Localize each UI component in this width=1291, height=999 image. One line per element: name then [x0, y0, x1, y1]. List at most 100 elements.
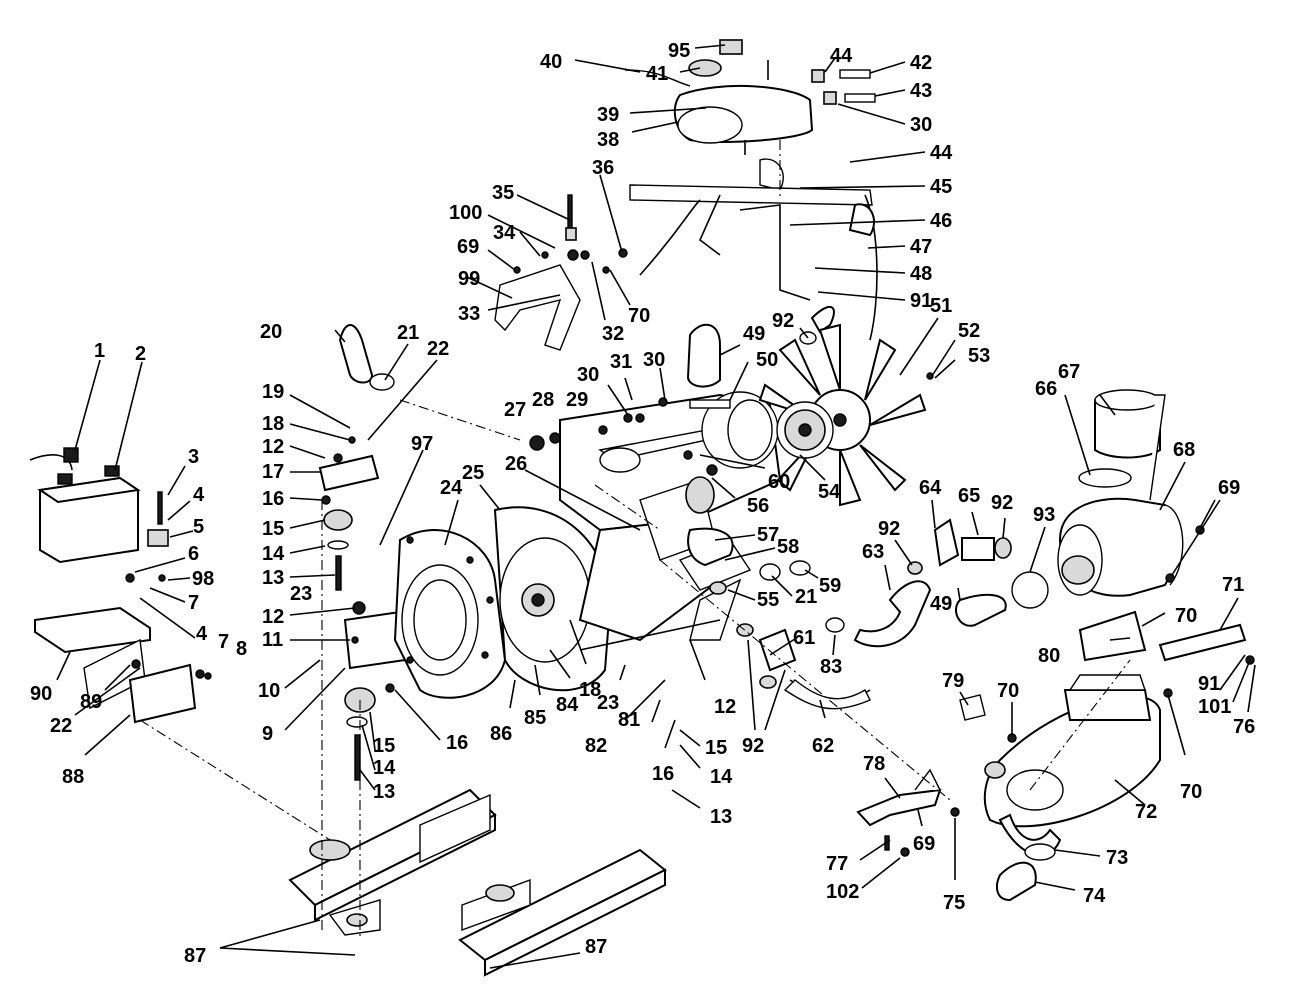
- callout-label: 46: [930, 210, 952, 232]
- callout-label: 23: [597, 692, 619, 714]
- callout-label: 66: [1035, 378, 1057, 400]
- callout-label: 77: [826, 853, 848, 875]
- callout-label: 13: [262, 567, 284, 589]
- callout-label: 14: [262, 543, 285, 565]
- battery-assembly: [29, 447, 212, 724]
- callout-label: 36: [592, 157, 614, 179]
- callout-label: 13: [710, 806, 732, 828]
- callout-label: 11: [262, 629, 283, 651]
- callout-label: 68: [1173, 439, 1195, 461]
- callout-label: 87: [184, 945, 206, 967]
- callout-label: 40: [540, 51, 562, 73]
- callout-label: 23: [290, 583, 312, 605]
- center-lines: [139, 140, 1131, 940]
- callout-label: 85: [524, 707, 546, 729]
- callout-label: 89: [80, 691, 102, 713]
- left-engine-mounts: [318, 436, 407, 781]
- callout-label: 67: [1058, 361, 1080, 383]
- callout-label: 35: [492, 182, 514, 204]
- callout-label: 25: [462, 462, 484, 484]
- callout-label: 15: [705, 737, 727, 759]
- callout-label: 88: [62, 766, 84, 788]
- callout-label: 63: [862, 541, 884, 563]
- callout-label: 12: [262, 436, 284, 458]
- callout-label: 4: [196, 623, 208, 645]
- callout-label: 44: [830, 45, 853, 67]
- callout-label: 59: [819, 575, 841, 597]
- callout-label: 84: [556, 694, 579, 716]
- callout-label: 29: [566, 389, 588, 411]
- callout-label: 90: [30, 683, 52, 705]
- callout-label: 92: [991, 492, 1013, 514]
- callout-label: 16: [262, 488, 284, 510]
- callout-labels: 1 2 3 4 5 6 98 7 4 7 8 90 89 22 88 19 18…: [30, 40, 1255, 967]
- callout-label: 74: [1083, 885, 1106, 907]
- callout-label: 20: [260, 321, 282, 343]
- callout-label: 91: [1198, 673, 1220, 695]
- leader-lines: [56, 44, 1256, 969]
- callout-label: 3: [188, 446, 199, 468]
- callout-label: 17: [262, 461, 284, 483]
- muffler-exhaust: [856, 610, 1255, 902]
- callout-label: 18: [262, 413, 284, 435]
- callout-label: 49: [930, 593, 952, 615]
- callout-label: 71: [1222, 574, 1244, 596]
- callout-label: 92: [772, 310, 794, 332]
- callout-label: 53: [968, 345, 990, 367]
- callout-label: 81: [618, 709, 640, 731]
- callout-label: 92: [878, 518, 900, 540]
- callout-label: 22: [50, 715, 72, 737]
- callout-label: 21: [795, 586, 817, 608]
- callout-label: 52: [958, 320, 980, 342]
- callout-label: 99: [458, 268, 480, 290]
- callout-label: 82: [585, 735, 607, 757]
- callout-label: 69: [913, 833, 935, 855]
- callout-label: 8: [236, 638, 247, 660]
- callout-label: 75: [943, 892, 965, 914]
- callout-label: 14: [373, 757, 396, 779]
- callout-label: 56: [747, 495, 769, 517]
- reservoir-tank: [624, 39, 876, 191]
- callout-label: 92: [742, 735, 764, 757]
- bell-housing: [393, 506, 612, 699]
- callout-label: 42: [910, 52, 932, 74]
- callout-label: 72: [1135, 801, 1157, 823]
- callout-label: 91: [910, 290, 932, 312]
- callout-label: 55: [757, 589, 779, 611]
- callout-label: 51: [930, 295, 952, 317]
- callout-label: 33: [458, 303, 480, 325]
- callout-label: 102: [826, 881, 859, 903]
- callout-label: 61: [793, 627, 815, 649]
- callout-label: 30: [577, 364, 599, 386]
- callout-label: 70: [1175, 605, 1197, 627]
- callout-label: 41: [646, 63, 668, 85]
- callout-label: 19: [262, 381, 284, 403]
- air-cleaner: [853, 389, 1205, 648]
- callout-label: 47: [910, 236, 932, 258]
- callout-label: 44: [930, 142, 953, 164]
- callout-label: 12: [714, 696, 736, 718]
- callout-label: 70: [1180, 781, 1202, 803]
- callout-label: 6: [188, 543, 199, 565]
- callout-label: 93: [1033, 504, 1055, 526]
- callout-label: 28: [532, 389, 554, 411]
- callout-label: 58: [777, 536, 799, 558]
- callout-label: 79: [942, 670, 964, 692]
- callout-label: 62: [812, 735, 834, 757]
- callout-label: 64: [919, 477, 942, 499]
- callout-label: 69: [457, 236, 479, 258]
- callout-label: 30: [643, 349, 665, 371]
- callout-label: 15: [373, 735, 395, 757]
- callout-label: 16: [446, 732, 468, 754]
- callout-label: 7: [218, 631, 229, 653]
- callout-label: 34: [493, 222, 516, 244]
- callout-label: 76: [1233, 716, 1255, 738]
- callout-label: 87: [585, 936, 607, 958]
- callout-label: 49: [743, 323, 765, 345]
- callout-label: 48: [910, 263, 932, 285]
- callout-label: 22: [427, 338, 449, 360]
- callout-label: 57: [757, 524, 779, 546]
- callout-label: 24: [440, 477, 463, 499]
- callout-label: 32: [602, 323, 624, 345]
